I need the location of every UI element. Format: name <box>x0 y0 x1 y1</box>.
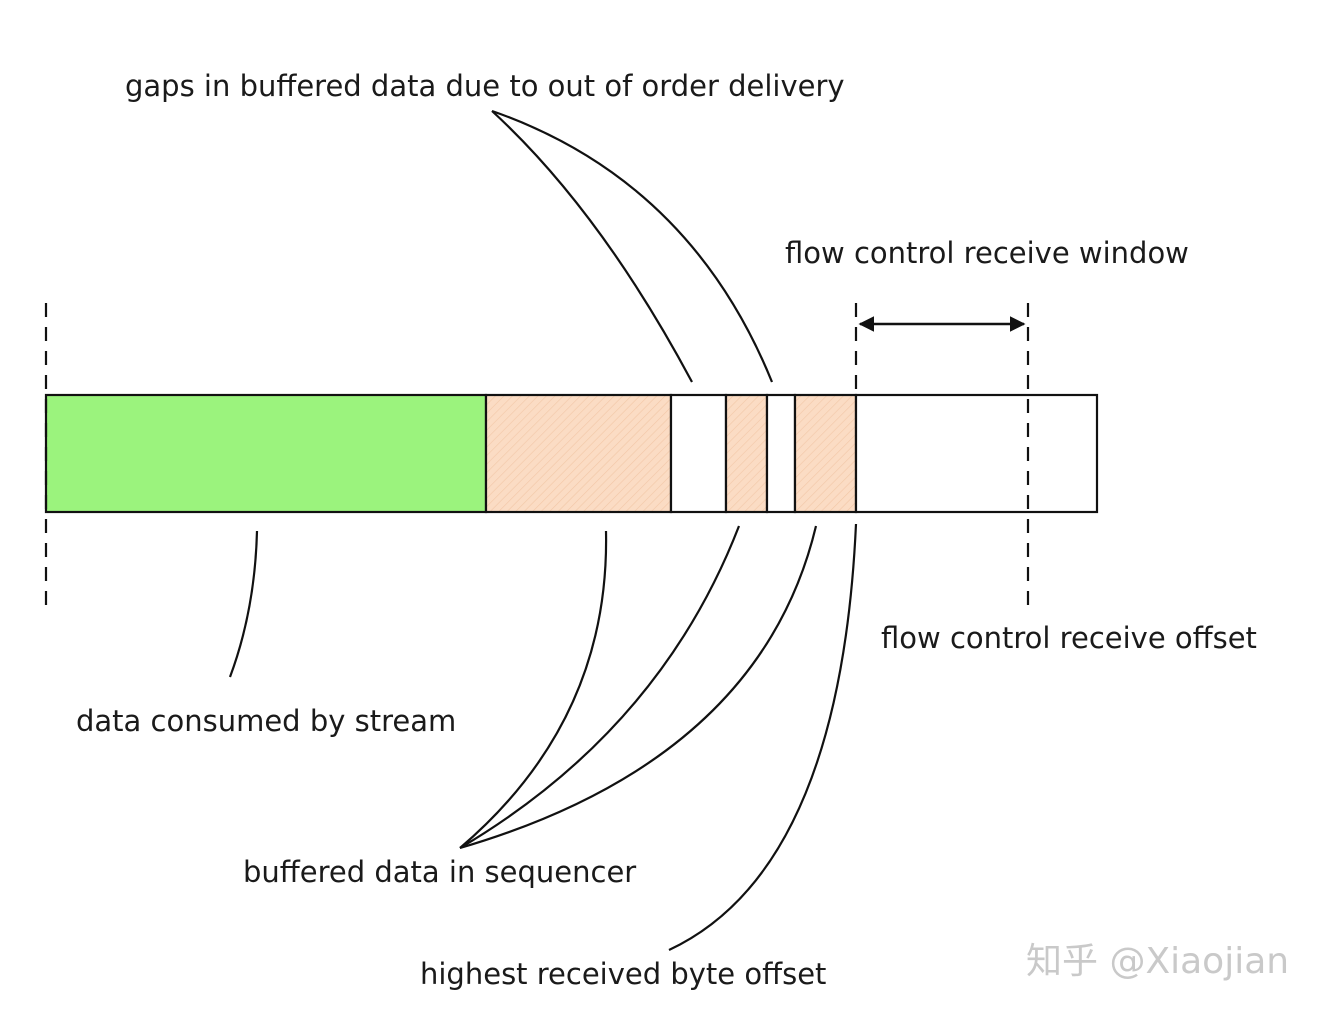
window-label: flow control receive window <box>785 236 1189 270</box>
buffered-label: buffered data in sequencer <box>243 855 636 889</box>
highest-offset-label: highest received byte offset <box>420 957 826 991</box>
buffered-leader-1 <box>459 530 608 849</box>
buffered-leader-3 <box>459 525 818 850</box>
gap-segment-1 <box>669 393 728 514</box>
highest-offset-leader <box>668 523 858 951</box>
buffered-segment-3 <box>793 393 858 514</box>
buffered-segment-2 <box>724 393 769 514</box>
buffered-segment-1 <box>484 393 673 514</box>
receive-offset-label: flow control receive offset <box>881 621 1257 655</box>
consumed-label: data consumed by stream <box>76 704 456 738</box>
gap-segment-2 <box>765 393 797 514</box>
buffered-leader-2 <box>459 525 741 849</box>
consumed-segment <box>44 393 488 514</box>
gaps-label: gaps in buffered data due to out of orde… <box>125 69 845 103</box>
gaps-leader-1 <box>491 110 693 383</box>
gaps-leader-2 <box>491 109 774 383</box>
watermark: 知乎 @Xiaojian <box>1026 941 1289 982</box>
consumed-leader <box>228 530 259 678</box>
window-segment <box>854 393 1099 514</box>
